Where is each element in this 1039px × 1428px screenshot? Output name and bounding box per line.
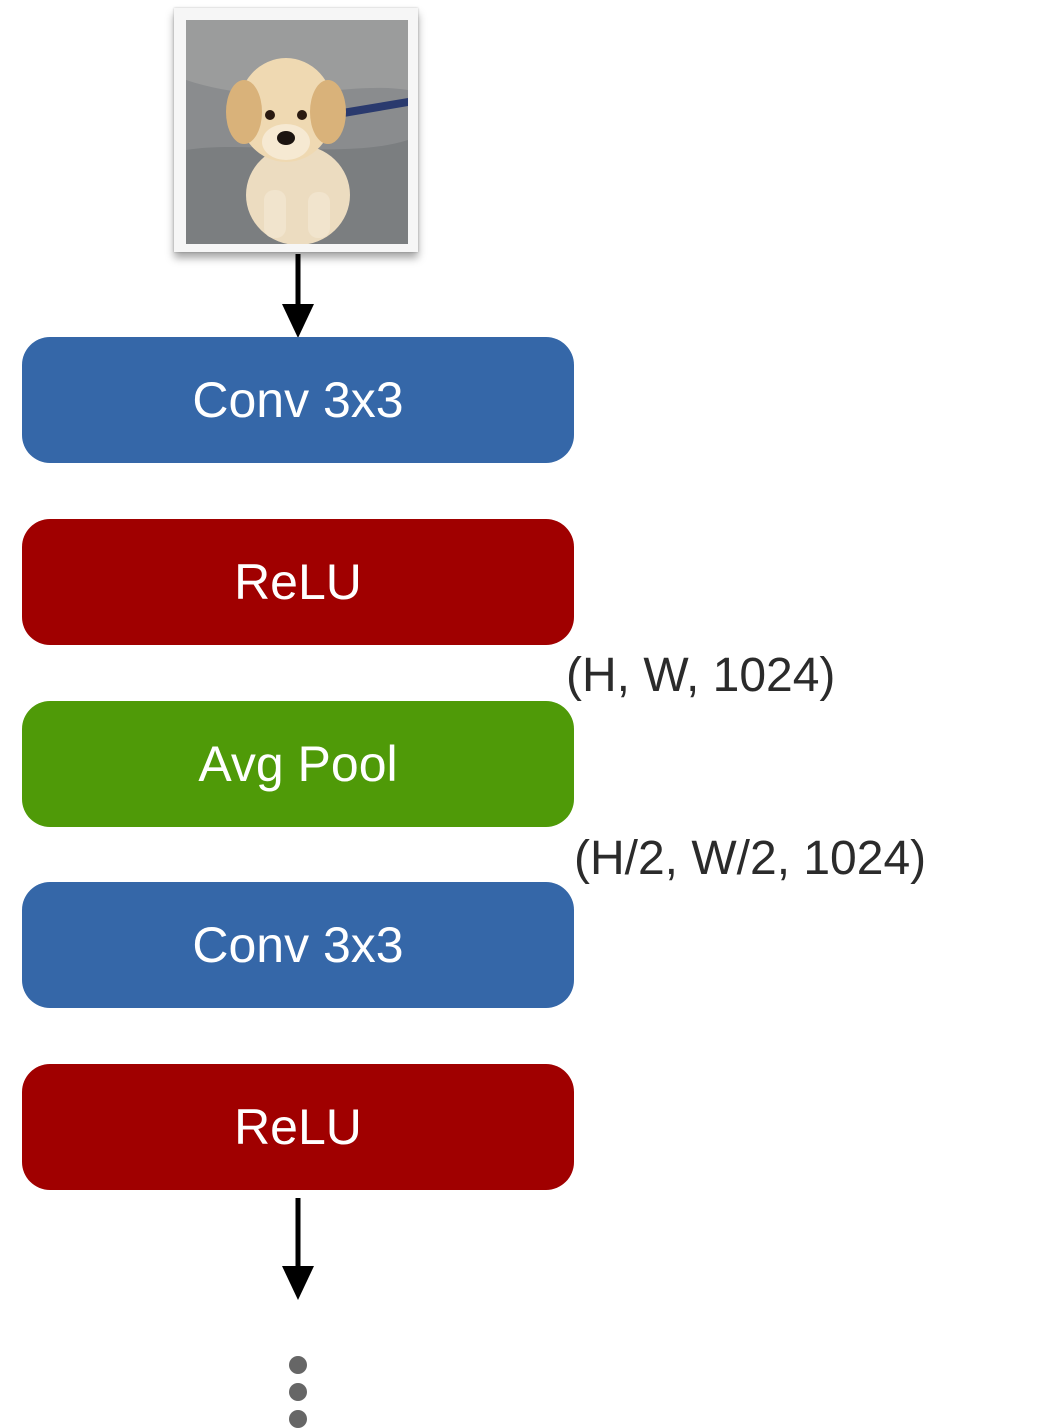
ellipsis-dot bbox=[289, 1410, 307, 1428]
ellipsis-dot bbox=[289, 1356, 307, 1374]
relu-block-2: ReLU bbox=[22, 1064, 574, 1190]
shape-label-after-pool: (H/2, W/2, 1024) bbox=[574, 832, 927, 885]
conv-block-1: Conv 3x3 bbox=[22, 337, 574, 463]
conv-block-1-label: Conv 3x3 bbox=[192, 372, 404, 428]
ellipsis-dot bbox=[289, 1383, 307, 1401]
relu-block-1: ReLU bbox=[22, 519, 574, 645]
conv-block-2-label: Conv 3x3 bbox=[192, 917, 404, 973]
input-image bbox=[174, 8, 418, 252]
output-arrow bbox=[282, 1198, 314, 1300]
shape-label-before-pool: (H, W, 1024) bbox=[566, 649, 836, 702]
avg-pool-block: Avg Pool bbox=[22, 701, 574, 827]
avg-pool-block-label: Avg Pool bbox=[198, 736, 398, 792]
relu-block-2-label: ReLU bbox=[234, 1099, 362, 1155]
input-arrow bbox=[282, 254, 314, 338]
puppy-photo-icon bbox=[186, 20, 408, 244]
conv-block-2: Conv 3x3 bbox=[22, 882, 574, 1008]
relu-block-1-label: ReLU bbox=[234, 554, 362, 610]
